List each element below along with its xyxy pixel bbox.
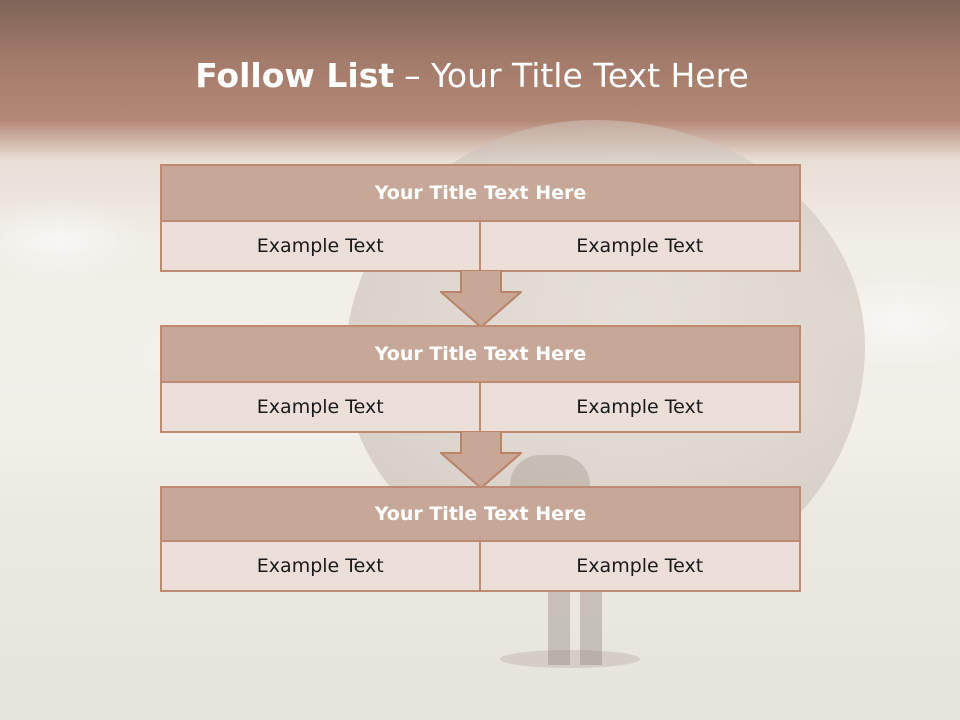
slide-title-rest: – Your Title Text Here: [404, 56, 749, 95]
block-1-cell-left: Example Text: [160, 222, 481, 272]
down-arrow-icon: [440, 431, 522, 489]
list-block-1: Your Title Text Here Example Text Exampl…: [160, 164, 801, 272]
block-title-3: Your Title Text Here: [160, 486, 801, 542]
slide-title-bold: Follow List: [195, 56, 395, 95]
block-row-1: Example Text Example Text: [160, 222, 801, 272]
down-arrow-icon: [440, 270, 522, 328]
background-shadow: [500, 650, 640, 668]
block-row-2: Example Text Example Text: [160, 383, 801, 433]
block-2-cell-left: Example Text: [160, 383, 481, 433]
block-title-1: Your Title Text Here: [160, 164, 801, 222]
block-1-cell-right: Example Text: [480, 222, 801, 272]
block-title-2: Your Title Text Here: [160, 325, 801, 383]
list-block-2: Your Title Text Here Example Text Exampl…: [160, 325, 801, 433]
block-row-3: Example Text Example Text: [160, 542, 801, 592]
block-2-cell-right: Example Text: [480, 383, 801, 433]
list-block-3: Your Title Text Here Example Text Exampl…: [160, 486, 801, 592]
block-3-cell-left: Example Text: [160, 542, 481, 592]
slide-title: Follow List– Your Title Text Here: [0, 54, 944, 98]
block-3-cell-right: Example Text: [480, 542, 801, 592]
